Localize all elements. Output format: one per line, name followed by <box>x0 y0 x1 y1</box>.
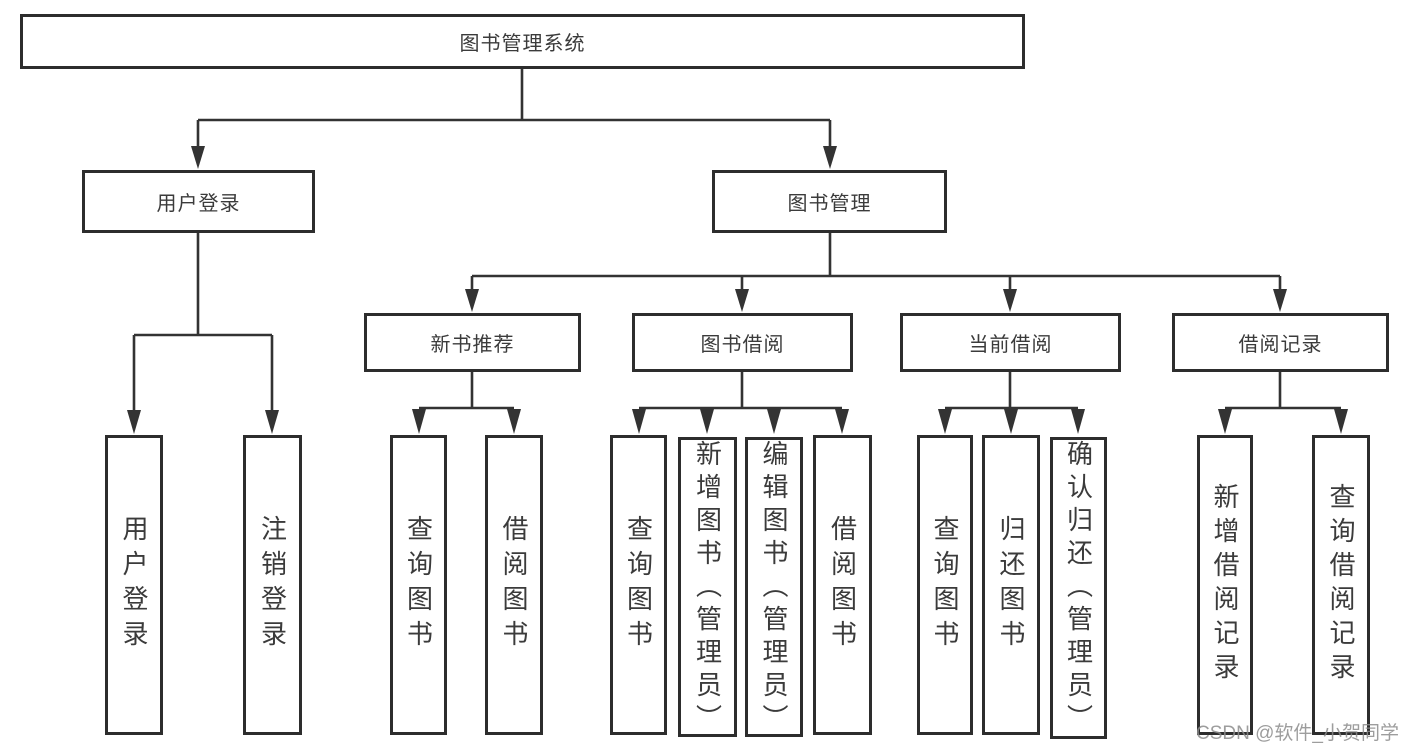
leaf-return-books-label: 归还图书 <box>996 515 1026 655</box>
leaf-return-books: 归还图书 <box>982 435 1040 735</box>
connector-recommend-to-leaves <box>412 372 521 434</box>
node-root-label: 图书管理系统 <box>459 33 586 55</box>
node-current-borrow: 当前借阅 <box>900 313 1121 372</box>
node-book-management-label: 图书管理 <box>787 193 872 215</box>
leaf-query-borrow-record: 查询借阅记录 <box>1312 435 1370 735</box>
leaf-user-login-label: 用户登录 <box>119 515 149 655</box>
leaf-query-books-current-label: 查询图书 <box>930 515 960 655</box>
leaf-confirm-return-admin-label: 确认归还（管理员） <box>1063 440 1094 737</box>
leaf-query-borrow-record-label: 查询借阅记录 <box>1326 483 1356 687</box>
leaf-confirm-return-admin: 确认归还（管理员） <box>1050 437 1107 739</box>
leaf-logout: 注销登录 <box>243 435 302 735</box>
leaf-borrow-books-borrow-label: 借阅图书 <box>827 515 858 655</box>
leaf-edit-book-admin: 编辑图书（管理员） <box>745 437 803 737</box>
leaf-borrow-books-recommend: 借阅图书 <box>485 435 543 735</box>
node-new-book-recommend: 新书推荐 <box>364 313 581 372</box>
leaf-query-books-recommend-label: 查询图书 <box>403 515 434 655</box>
node-book-borrow: 图书借阅 <box>632 313 853 372</box>
connector-records-to-leaves <box>1218 372 1348 434</box>
connector-root-to-level2 <box>191 69 837 169</box>
node-user-login: 用户登录 <box>82 170 315 233</box>
leaf-add-book-admin: 新增图书（管理员） <box>678 437 737 737</box>
node-borrow-records: 借阅记录 <box>1172 313 1389 372</box>
leaf-logout-label: 注销登录 <box>257 515 288 655</box>
leaf-add-borrow-record-label: 新增借阅记录 <box>1210 483 1240 687</box>
watermark: CSDN @软件_小贺同学 <box>1196 723 1399 744</box>
node-current-borrow-label: 当前借阅 <box>968 334 1053 356</box>
connector-borrow-to-leaves <box>632 372 849 434</box>
node-book-borrow-label: 图书借阅 <box>700 334 785 356</box>
node-root: 图书管理系统 <box>20 14 1025 69</box>
leaf-query-books-recommend: 查询图书 <box>390 435 447 735</box>
leaf-query-books-borrow: 查询图书 <box>610 435 667 735</box>
leaf-query-books-current: 查询图书 <box>917 435 973 735</box>
leaf-add-borrow-record: 新增借阅记录 <box>1197 435 1253 735</box>
connector-user-login-to-leaves <box>127 233 279 434</box>
connector-current-to-leaves <box>938 372 1085 434</box>
leaf-borrow-books-recommend-label: 借阅图书 <box>499 515 529 655</box>
node-borrow-records-label: 借阅记录 <box>1238 334 1323 356</box>
leaf-borrow-books-borrow: 借阅图书 <box>813 435 872 735</box>
node-user-login-label: 用户登录 <box>156 193 241 215</box>
leaf-add-book-admin-label: 新增图书（管理员） <box>692 440 723 737</box>
leaf-user-login: 用户登录 <box>105 435 163 735</box>
leaf-edit-book-admin-label: 编辑图书（管理员） <box>759 440 789 737</box>
node-new-book-recommend-label: 新书推荐 <box>430 334 515 356</box>
leaf-query-books-borrow-label: 查询图书 <box>623 515 654 655</box>
connector-book-management-to-level3 <box>465 233 1287 312</box>
node-book-management: 图书管理 <box>712 170 947 233</box>
